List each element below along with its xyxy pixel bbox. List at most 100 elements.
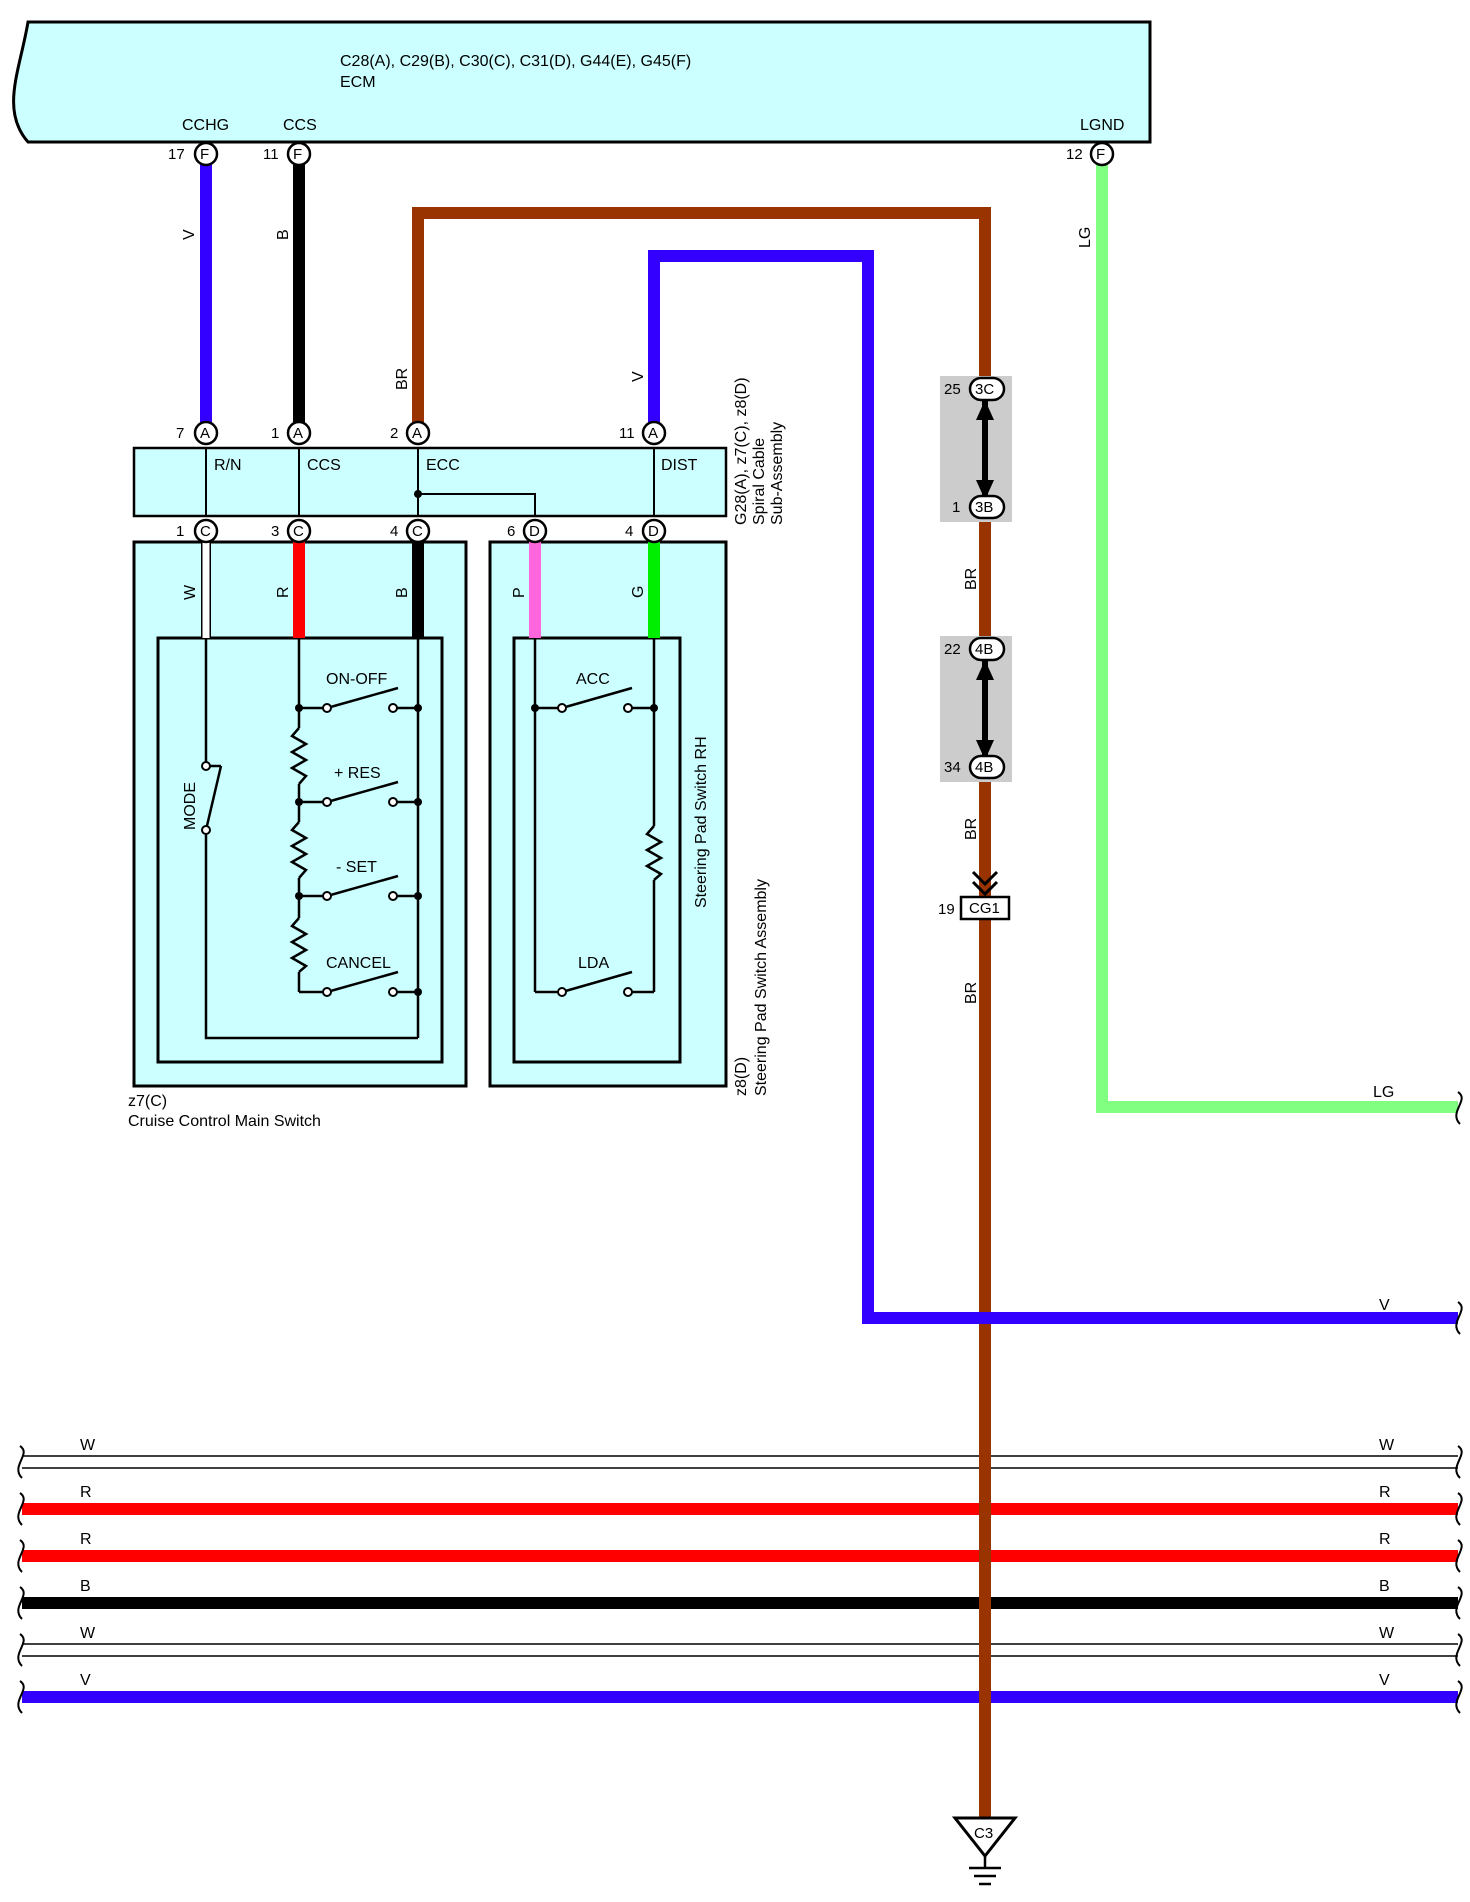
spiral-connectors: G28(A), z7(C), z8(D) (733, 377, 750, 525)
spiral-ecc-dot (414, 490, 422, 498)
bus-break-l-3 (17, 1586, 25, 1620)
svg-text:34: 34 (944, 759, 961, 776)
bus-break-r-1 (1455, 1492, 1463, 1526)
switch-res-label: + RES (334, 765, 381, 782)
spiral-pin-1C: 1 C (176, 518, 219, 544)
junction-1-bottom: 1 3B (952, 494, 1006, 520)
pad-switch-contacts (557, 703, 633, 997)
wire-main-b-label: B (394, 587, 411, 598)
bus-label-right-5: V (1379, 1672, 1390, 1689)
wire-dist-label: V (630, 371, 647, 382)
bus-break-r-5 (1455, 1680, 1463, 1714)
svg-text:22: 22 (944, 641, 961, 658)
bus-label-left-3: B (80, 1578, 91, 1595)
bus-label-right-3: B (1379, 1578, 1390, 1595)
spiral-pin-2A: 2 A (390, 420, 431, 446)
svg-text:1: 1 (952, 499, 960, 516)
pad-switch-name: Steering Pad Switch Assembly (753, 879, 770, 1096)
wire-lgnd (1096, 154, 1458, 1113)
ground-symbol (969, 1856, 1001, 1886)
svg-text:3C: 3C (975, 381, 994, 398)
break-mark-dist (1455, 1301, 1463, 1335)
svg-text:A: A (412, 425, 422, 442)
wire-pad-g-label: G (630, 586, 647, 598)
wire-br1-label: BR (963, 568, 980, 590)
svg-text:C: C (412, 523, 423, 540)
wire-br2-label: BR (963, 818, 980, 840)
bus-break-l-1 (17, 1492, 25, 1526)
svg-text:25: 25 (944, 381, 961, 398)
ecm-pin-lgnd-label: LGND (1080, 117, 1124, 134)
main-switch-circuit (204, 638, 420, 1040)
bus-break-l-0 (17, 1445, 25, 1479)
wire-ecc-label: BR (394, 368, 411, 390)
wire-main-w-label: W (182, 584, 199, 600)
bus-label-left-0: W (80, 1437, 96, 1454)
wire-cchg-label: V (181, 229, 198, 240)
spiral-pin-1A: 1 A (271, 420, 312, 446)
svg-text:CG1: CG1 (969, 900, 1000, 917)
pad-switch-id: z8(D) (733, 1057, 750, 1096)
svg-text:D: D (648, 523, 659, 540)
svg-text:4B: 4B (975, 759, 993, 776)
spiral-pin-7A: 7 A (176, 420, 219, 446)
bus-break-r-3 (1455, 1586, 1463, 1620)
spiral-label-ecc: ECC (426, 457, 460, 474)
bus-label-left-1: R (80, 1484, 92, 1501)
wire-dist-v (648, 250, 1458, 1324)
bus-label-right-0: W (1379, 1437, 1395, 1454)
svg-text:1: 1 (176, 523, 184, 540)
switch-lda-label: LDA (578, 955, 609, 972)
svg-text:6: 6 (507, 523, 515, 540)
spiral-label-rn: R/N (214, 457, 242, 474)
bus-label-right-1: R (1379, 1484, 1391, 1501)
svg-text:7: 7 (176, 425, 184, 442)
break-mark-lgnd (1455, 1091, 1463, 1125)
wire-pad-p-label: P (511, 587, 528, 598)
ecm-connectors: C28(A), C29(B), C30(C), C31(D), G44(E), … (340, 53, 691, 70)
ecm-name: ECM (340, 74, 376, 91)
junction-2-bottom: 34 4B (944, 754, 1006, 780)
wire-dist-right-label: V (1379, 1297, 1390, 1314)
junction-2-top: 22 4B (944, 636, 1006, 662)
bus-break-r-0 (1455, 1445, 1463, 1479)
svg-text:F: F (1096, 146, 1105, 163)
spiral-pin-4D: 4 D (625, 518, 667, 544)
svg-text:C: C (200, 523, 211, 540)
spiral-label-dist: DIST (661, 457, 698, 474)
svg-text:A: A (200, 425, 210, 442)
ground-label: C3 (974, 1825, 993, 1842)
main-switch-contacts (201, 703, 398, 997)
svg-text:A: A (648, 425, 658, 442)
bus-label-left-4: W (80, 1625, 96, 1642)
svg-text:19: 19 (938, 901, 955, 918)
junction-1-top: 25 3C (944, 376, 1006, 402)
cg1-chevron-1 (971, 870, 999, 887)
bus-break-l-2 (17, 1539, 25, 1573)
spiral-pin-3C: 3 C (271, 518, 312, 544)
junction-1-arrow-up (976, 400, 994, 420)
ecm-pin-lgnd: 12 F (1066, 141, 1115, 167)
pad-switch-circuit (533, 638, 664, 994)
wire-lgnd-label: LG (1077, 227, 1094, 248)
spiral-name2: Sub-Assembly (769, 422, 786, 525)
ecm-pin-ccs-label: CCS (283, 117, 317, 134)
pad-switch-rh-label: Steering Pad Switch RH (693, 736, 710, 908)
ground-triangle (951, 1816, 1019, 1859)
cg1-chevron-2 (971, 880, 999, 897)
svg-text:11: 11 (263, 146, 279, 163)
bus-label-left-5: V (80, 1672, 91, 1689)
svg-text:12: 12 (1066, 146, 1083, 163)
junction-2-arrow-down (976, 740, 994, 760)
bus-break-l-4 (17, 1633, 25, 1667)
svg-text:4B: 4B (975, 641, 993, 658)
svg-text:3B: 3B (975, 499, 993, 516)
spiral-label-ccs: CCS (307, 457, 341, 474)
wire-br3-label: BR (963, 982, 980, 1004)
spiral-pin-6D: 6 D (507, 518, 548, 544)
svg-text:1: 1 (271, 425, 279, 442)
